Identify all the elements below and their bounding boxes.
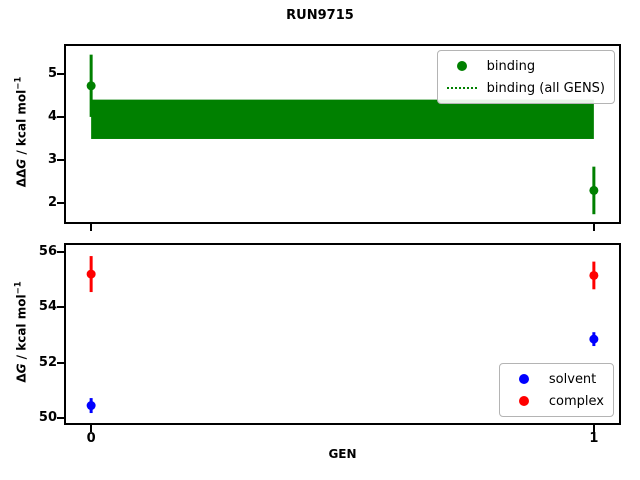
y-tick-mark — [57, 159, 64, 162]
solvent-dot-icon — [518, 374, 529, 384]
x-tick-mark — [90, 224, 93, 231]
binding-dot-icon — [456, 61, 467, 71]
legend-item-binding-all-gens: binding (all GENS) — [444, 77, 605, 99]
y-tick-label: 2 — [47, 195, 57, 211]
ylabel-top-prefix: ΔΔ — [14, 168, 29, 188]
y-tick-mark — [57, 115, 64, 118]
y-tick-mark — [57, 72, 64, 75]
data-point — [589, 270, 599, 280]
data-point — [86, 81, 96, 91]
legend-label-complex: complex — [548, 393, 604, 409]
legend-marker-cell — [444, 61, 480, 71]
data-point — [589, 185, 599, 195]
legend-marker-cell — [444, 87, 480, 89]
legend-marker-cell — [506, 374, 542, 384]
confidence-band — [91, 99, 594, 139]
legend-item-solvent: solvent — [506, 368, 604, 390]
y-tick-mark — [57, 306, 64, 309]
y-tick-mark — [57, 417, 64, 420]
x-tick-label: 1 — [589, 431, 599, 446]
x-tick-mark — [592, 224, 595, 231]
x-tick-label: 0 — [86, 431, 96, 446]
y-tick-mark — [57, 202, 64, 205]
y-tick-mark — [57, 250, 64, 253]
figure-title: RUN9715 — [286, 8, 354, 23]
top-axes: binding binding (all GENS) 2 3 4 5 — [48, 44, 621, 231]
y-tick-label: 5 — [47, 65, 57, 81]
complex-dot-icon — [518, 396, 529, 406]
plot-area — [86, 54, 599, 215]
legend-label-binding: binding — [486, 58, 536, 74]
x-tick-mark — [592, 425, 595, 432]
y-tick-label: 3 — [47, 152, 57, 168]
data-point — [589, 334, 599, 344]
legend-label-binding-all-gens: binding (all GENS) — [486, 80, 605, 96]
ylabel-bottom-prefix: Δ — [14, 373, 29, 383]
top-legend: binding binding (all GENS) — [436, 50, 615, 104]
y-tick-label: 54 — [38, 299, 57, 315]
dotted-line-icon — [446, 87, 477, 89]
bottom-axes: solvent complex 50 52 54 56 0 1 — [39, 243, 621, 446]
y-tick-label: 56 — [38, 243, 57, 259]
legend-item-binding: binding — [444, 55, 605, 77]
y-tick-label: 52 — [38, 354, 57, 370]
data-point — [86, 269, 96, 279]
ylabel-top-superscript: −1 — [13, 76, 24, 90]
bottom-legend: solvent complex — [498, 363, 614, 417]
ylabel-bottom-superscript: −1 — [13, 281, 24, 295]
x-axis-label: GEN — [328, 447, 357, 461]
plot-area — [86, 256, 599, 414]
y-tick-mark — [57, 361, 64, 364]
legend-marker-cell — [506, 396, 542, 406]
x-tick-mark — [90, 425, 93, 432]
data-point — [86, 401, 96, 411]
y-tick-label: 4 — [47, 108, 57, 124]
legend-label-solvent: solvent — [548, 371, 597, 387]
legend-item-complex: complex — [506, 390, 604, 412]
y-tick-label: 50 — [38, 410, 57, 426]
top-y-axis-label: ΔΔG / kcal mol−1 — [14, 77, 29, 188]
